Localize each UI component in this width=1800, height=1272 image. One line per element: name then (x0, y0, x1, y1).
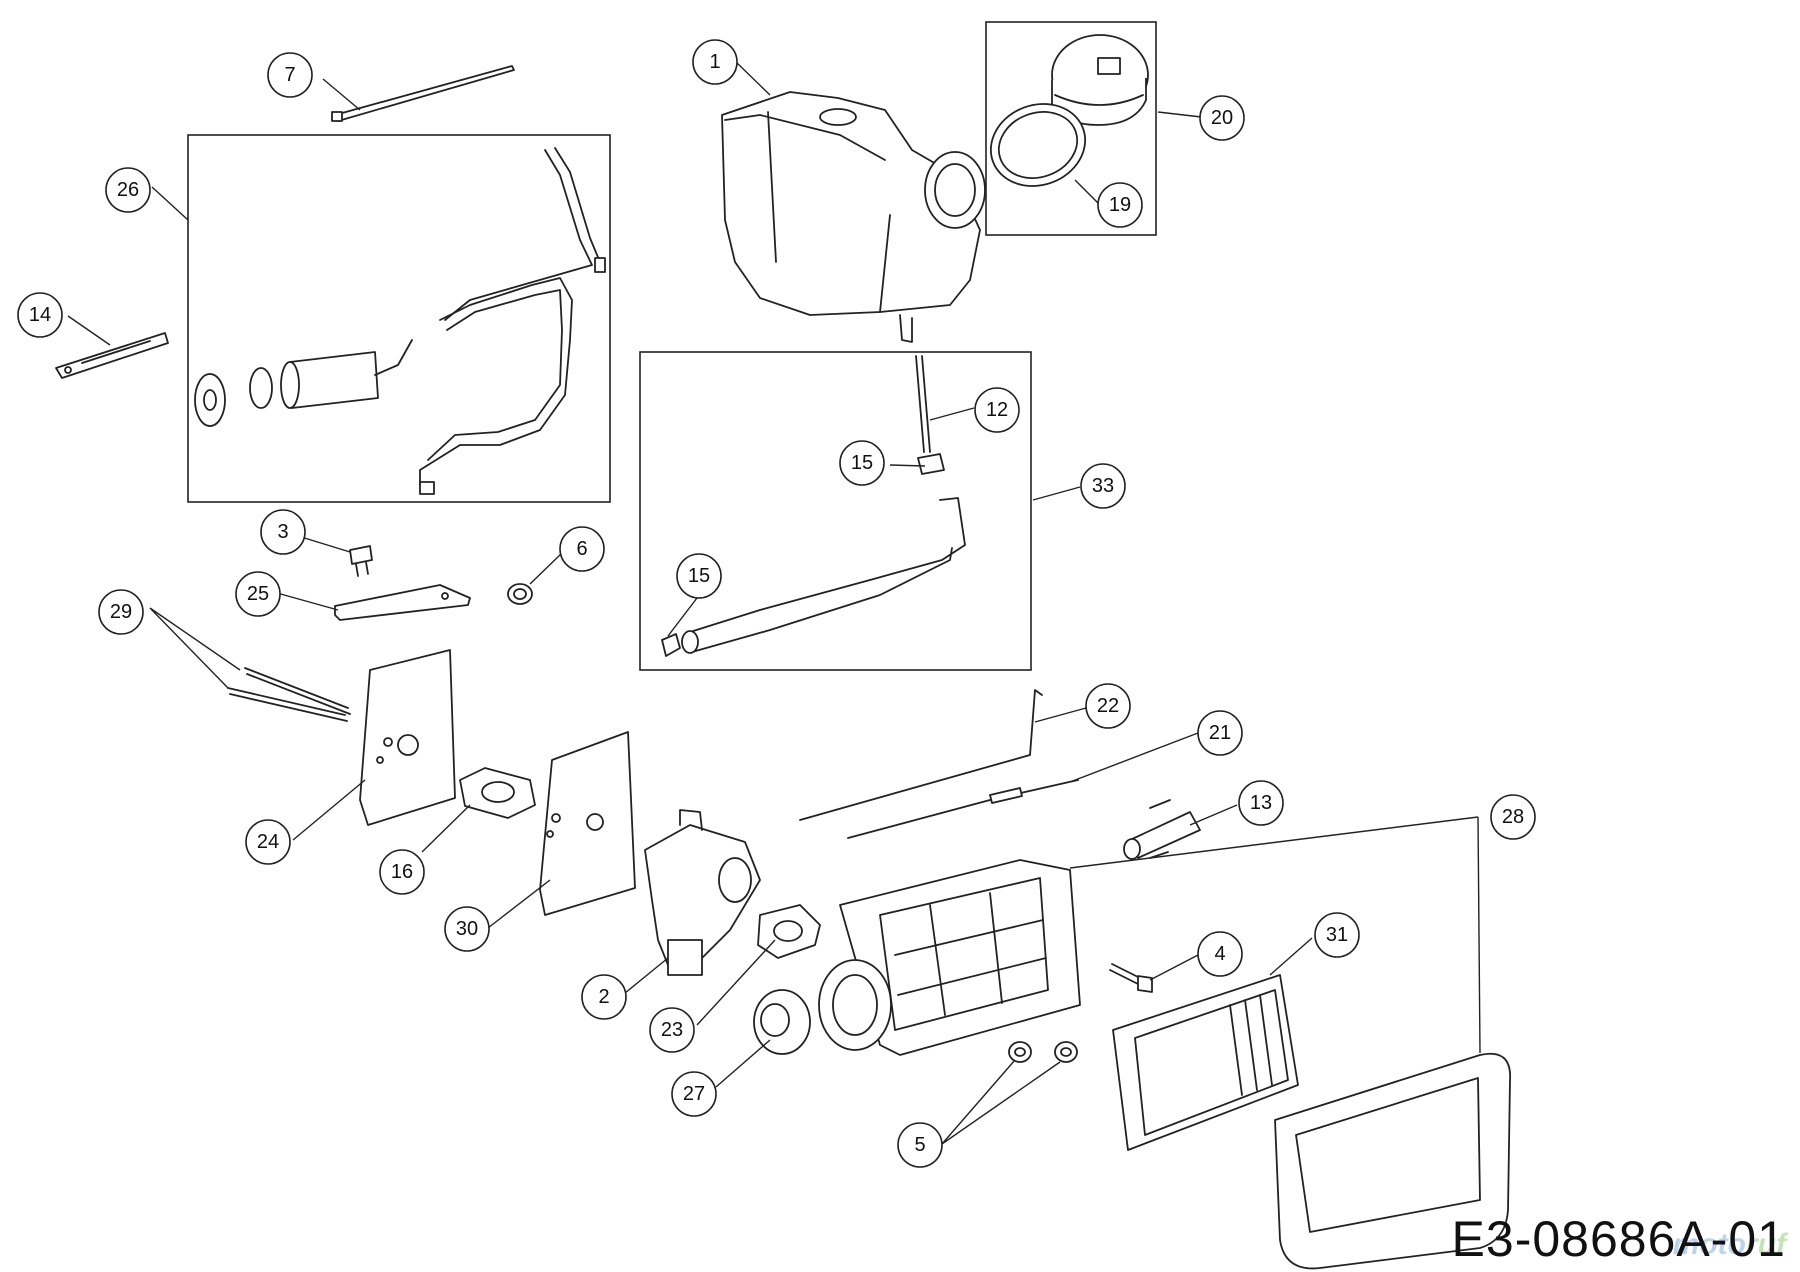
callout-24: 24 (245, 819, 291, 865)
callout-31: 31 (1314, 912, 1360, 958)
callout-19: 19 (1097, 182, 1143, 228)
heat-shield-24-part (359, 649, 456, 826)
svg-text:16: 16 (391, 861, 413, 883)
svg-text:29: 29 (110, 601, 132, 623)
leader-lines (67, 61, 1481, 1145)
svg-text:19: 19 (1109, 194, 1131, 216)
callout-15a: 15 (839, 440, 885, 486)
svg-text:24: 24 (257, 831, 279, 853)
watermark-logo: motoruf (1672, 1228, 1786, 1261)
callout-4: 4 (1197, 931, 1243, 977)
breather-tube-13-part (1123, 799, 1201, 860)
linkage-rods-part (799, 689, 1079, 839)
fuel-cap-part (1051, 34, 1149, 126)
bracket-25-part (334, 584, 471, 621)
svg-text:27: 27 (683, 1083, 705, 1105)
callout-27: 27 (671, 1071, 717, 1117)
svg-text:22: 22 (1097, 695, 1119, 717)
svg-text:23: 23 (661, 1019, 683, 1041)
clamp-6-part (507, 583, 533, 605)
callout-1: 1 (692, 39, 738, 85)
svg-text:30: 30 (456, 918, 478, 940)
svg-text:4: 4 (1214, 943, 1225, 965)
bolt-4-part (1109, 963, 1153, 993)
callout-22: 22 (1085, 683, 1131, 729)
svg-text:15: 15 (688, 565, 710, 587)
svg-text:25: 25 (247, 583, 269, 605)
group-box-20 (985, 21, 1157, 236)
svg-text:3: 3 (277, 521, 288, 543)
cable-tie-part (331, 65, 515, 122)
grommet-27-part (753, 989, 811, 1055)
callout-33: 33 (1080, 463, 1126, 509)
group-box-33 (639, 351, 1032, 671)
studs-29-part (227, 667, 351, 722)
callout-14: 14 (17, 292, 63, 338)
fuel-line-kit-part (194, 147, 606, 495)
fuel-tube-33-part (661, 355, 966, 657)
svg-text:33: 33 (1092, 475, 1114, 497)
drawing-number: E3-08686A-01 (1451, 1211, 1786, 1267)
svg-text:31: 31 (1326, 924, 1348, 946)
slotted-plate-part (55, 332, 169, 379)
callout-16: 16 (379, 849, 425, 895)
callout-3: 3 (260, 509, 306, 555)
svg-text:13: 13 (1250, 792, 1272, 814)
svg-text:2: 2 (598, 986, 609, 1008)
callout-2: 2 (581, 974, 627, 1020)
fuel-tank-part (721, 91, 986, 343)
callout-26: 26 (105, 167, 151, 213)
svg-text:26: 26 (117, 179, 139, 201)
svg-text:28: 28 (1502, 806, 1524, 828)
callout-25: 25 (235, 571, 281, 617)
carburetor-part (644, 809, 761, 976)
gasket-plate-30-part (539, 731, 636, 916)
svg-text:12: 12 (986, 399, 1008, 421)
callout-7: 7 (267, 52, 313, 98)
air-filter-element-31-part (1112, 974, 1299, 1151)
callout-29: 29 (98, 589, 144, 635)
carb-gasket-23-part (757, 904, 821, 959)
callout-5: 5 (897, 1122, 943, 1168)
callout-15b: 15 (676, 553, 722, 599)
air-filter-cover-part (1274, 1052, 1511, 1270)
svg-text:7: 7 (284, 64, 295, 86)
svg-text:5: 5 (914, 1134, 925, 1156)
callout-30: 30 (444, 906, 490, 952)
bolt-3-part (349, 545, 373, 577)
callout-13: 13 (1238, 780, 1284, 826)
nuts-5-part (1008, 1041, 1078, 1063)
svg-text:1: 1 (709, 51, 720, 73)
group-box-26 (187, 134, 611, 503)
callout-6: 6 (559, 526, 605, 572)
svg-text:14: 14 (29, 304, 51, 326)
svg-text:15: 15 (851, 452, 873, 474)
callout-23: 23 (649, 1007, 695, 1053)
callout-20: 20 (1199, 95, 1245, 141)
svg-text:6: 6 (576, 538, 587, 560)
callout-21: 21 (1197, 710, 1243, 756)
air-filter-base-part (818, 859, 1081, 1056)
callout-28: 28 (1490, 794, 1536, 840)
svg-text:21: 21 (1209, 722, 1231, 744)
callout-12: 12 (974, 387, 1020, 433)
insulator-16-part (459, 767, 536, 819)
svg-text:20: 20 (1211, 107, 1233, 129)
cap-gasket-part (989, 103, 1087, 187)
